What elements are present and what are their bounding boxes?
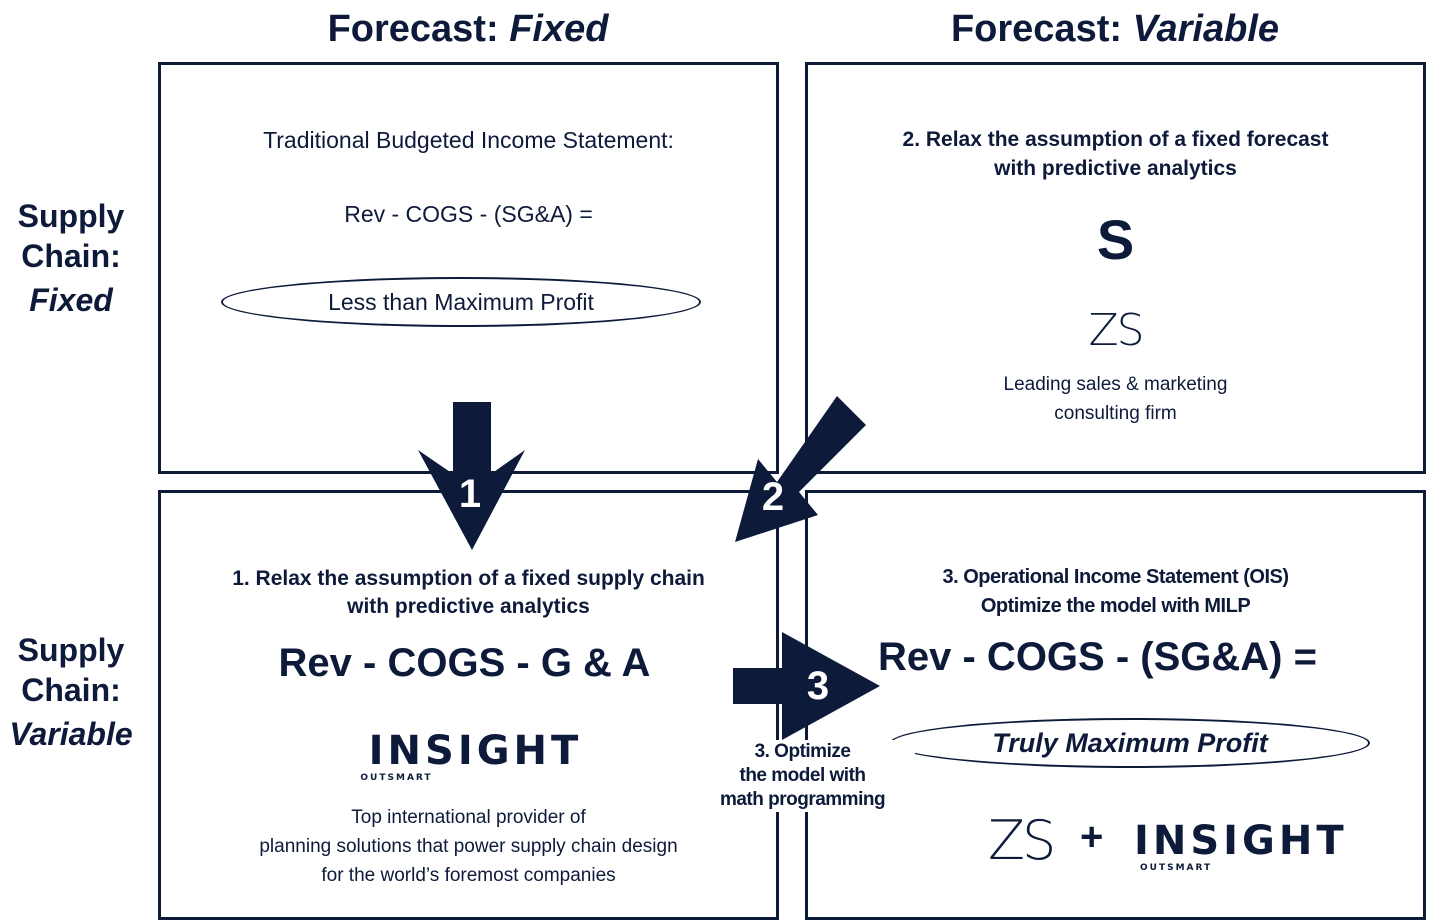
insight-logo-sub: OUTSMART	[1140, 863, 1213, 873]
q3-heading: 1. Relax the assumption of a fixed suppl…	[161, 565, 776, 621]
q3-description-line: Top international provider of	[351, 807, 586, 828]
column-header-prefix: Forecast:	[950, 8, 1133, 50]
q4-result-ellipse: Truly Maximum Profit	[890, 718, 1370, 768]
q2-description: Leading sales & marketing consulting fir…	[808, 370, 1423, 428]
q3-description-line: planning solutions that power supply cha…	[259, 836, 678, 857]
q3-description: Top international provider of planning s…	[161, 803, 776, 890]
q3-description-line: for the world’s foremost companies	[321, 865, 616, 886]
insight-logo: INSIGHT OUTSMART	[1134, 819, 1348, 873]
q4-heading: 3. Operational Income Statement (OIS) Op…	[808, 563, 1423, 621]
q3-heading-line: with predictive analytics	[347, 595, 590, 618]
q4-formula: Rev - COGS - (SG&A) =	[878, 635, 1317, 679]
q1-result: Less than Maximum Profit	[328, 288, 594, 315]
arrow-2-label: 2	[762, 475, 784, 519]
zs-logo: ZS	[1088, 305, 1144, 356]
q2-heading-line: with predictive analytics	[994, 157, 1237, 180]
row-header-supply-chain-variable: Supply Chain: Variable	[0, 630, 142, 754]
q3-heading-line: 1. Relax the assumption of a fixed suppl…	[232, 567, 705, 590]
q2-heading-line: 2. Relax the assumption of a fixed forec…	[902, 128, 1329, 151]
quadrant-variable-fixed: 1. Relax the assumption of a fixed suppl…	[158, 490, 779, 920]
insight-logo-sub: OUTSMART	[360, 773, 433, 783]
column-header-forecast-variable: Forecast: Variable	[805, 8, 1425, 51]
q2-description-line: Leading sales & marketing	[1003, 374, 1228, 395]
arrow-3-caption-line: math programming	[719, 789, 886, 810]
arrow-2	[735, 396, 866, 542]
arrows-overlay: 1 2 3	[418, 396, 880, 740]
q3-formula: Rev - COGS - G & A	[278, 641, 651, 685]
row-header-line: Chain:	[21, 238, 121, 274]
insight-logo-text: INSIGHT	[368, 728, 583, 774]
zs-logo: ZS	[988, 809, 1056, 872]
plus-sign: +	[1080, 815, 1104, 859]
q2-letter: S	[1096, 208, 1135, 271]
column-header-prefix: Forecast:	[327, 8, 510, 50]
column-header-forecast-fixed: Forecast: Fixed	[158, 8, 778, 51]
arrow-3	[733, 632, 880, 740]
quadrant-variable-variable: 3. Operational Income Statement (OIS) Op…	[805, 490, 1426, 920]
insight-logo: INSIGHT OUTSMART	[161, 729, 776, 783]
quadrant-fixed-fixed: Traditional Budgeted Income Statement: R…	[158, 62, 779, 474]
insight-logo-text: INSIGHT	[1134, 818, 1348, 864]
q4-heading-line: Optimize the model with MILP	[980, 595, 1251, 617]
arrow-3-caption: 3. Optimize the model with math programm…	[690, 740, 915, 812]
arrow-3-caption-line: the model with	[739, 765, 867, 786]
arrow-3-caption-line: 3. Optimize	[754, 741, 851, 762]
row-header-line: Supply	[17, 632, 125, 668]
row-header-line: Chain:	[21, 672, 121, 708]
row-header-supply-chain-fixed: Supply Chain: Fixed	[0, 196, 142, 320]
row-header-emph: Variable	[9, 716, 133, 752]
q1-result-ellipse: Less than Maximum Profit	[221, 277, 701, 327]
q4-result: Truly Maximum Profit	[992, 727, 1268, 758]
arrow-3-label: 3	[807, 664, 829, 708]
q2-description-line: consulting firm	[1054, 403, 1177, 424]
column-header-emph: Variable	[1132, 8, 1280, 50]
q2-heading: 2. Relax the assumption of a fixed forec…	[808, 125, 1423, 183]
row-header-emph: Fixed	[29, 282, 113, 318]
row-header-line: Supply	[17, 198, 125, 234]
quadrant-fixed-variable: 2. Relax the assumption of a fixed forec…	[805, 62, 1426, 474]
q1-formula: Rev - COGS - (SG&A) =	[344, 201, 593, 227]
arrow-1	[418, 402, 525, 550]
q4-heading-line: 3. Operational Income Statement (OIS)	[942, 566, 1289, 588]
arrow-1-label: 1	[459, 472, 481, 516]
column-header-emph: Fixed	[509, 8, 609, 50]
q1-title: Traditional Budgeted Income Statement:	[263, 127, 674, 153]
